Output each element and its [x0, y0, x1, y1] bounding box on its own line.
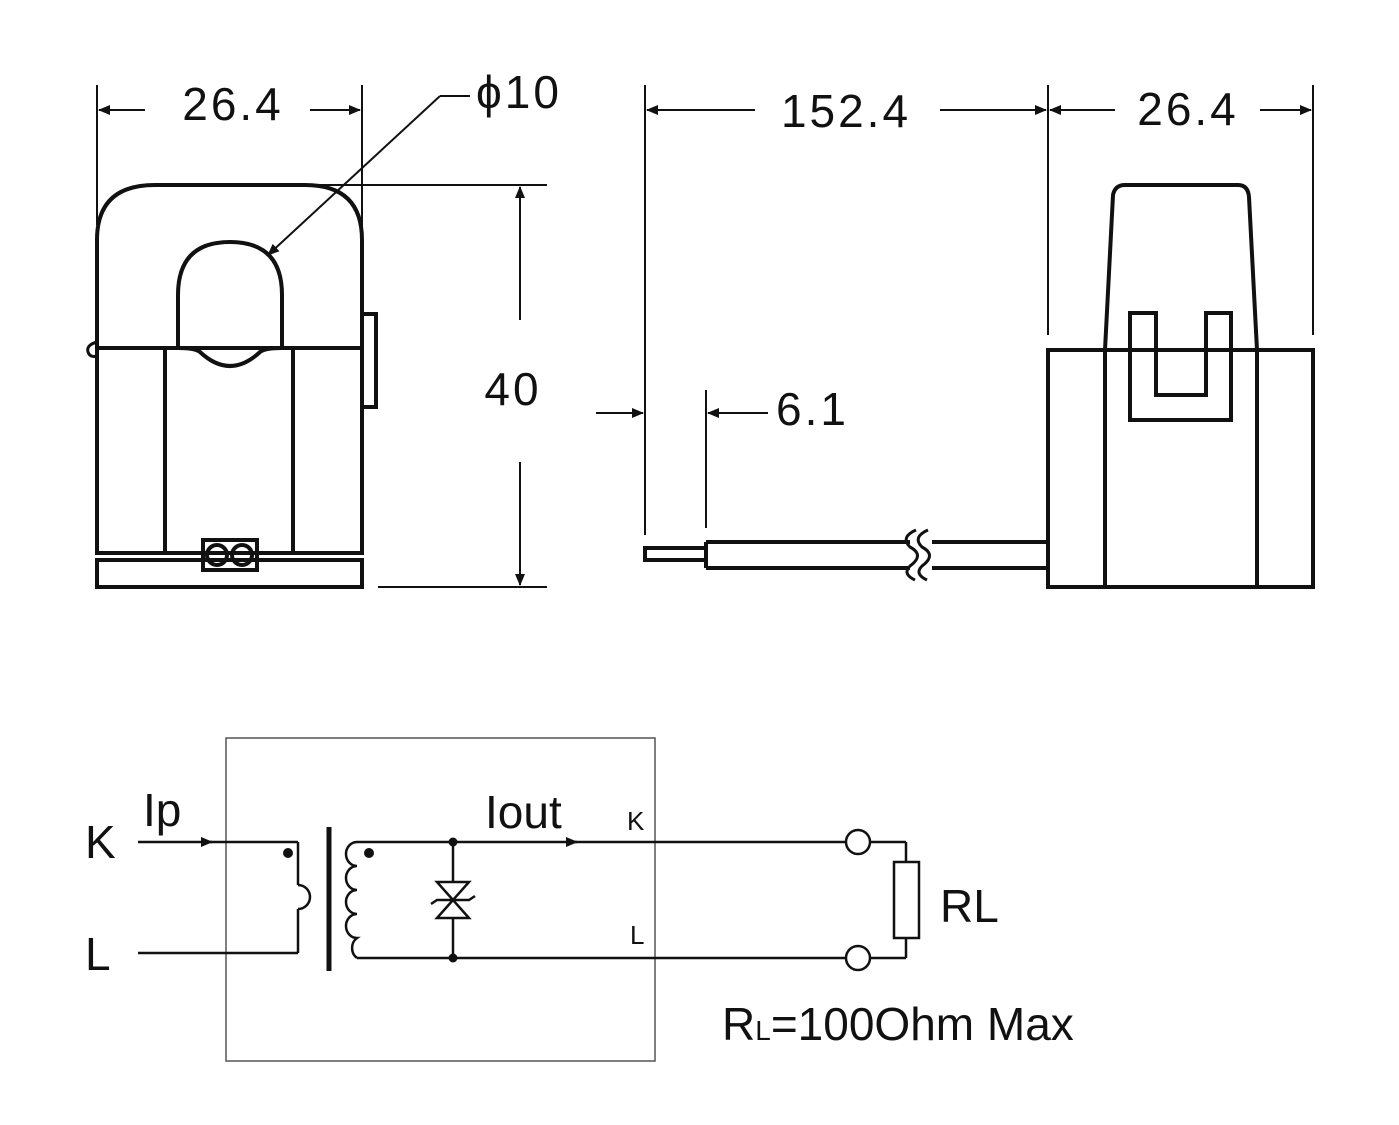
terminal-k-icon [844, 828, 872, 856]
front-dimensions: 26.4 ϕ10 40 [96, 66, 562, 588]
tvs-diode-icon [430, 842, 476, 958]
sensor-boundary [225, 737, 656, 1062]
load-note: RL=100Ohm Max [722, 998, 1074, 1050]
output-k-label: K [627, 806, 645, 836]
side-width-dim: 26.4 [1137, 83, 1239, 135]
secondary-polarity-dot [364, 848, 374, 858]
strip-length-dim: 6.1 [776, 383, 849, 435]
front-view [86, 183, 378, 589]
output-current-label: Iout [485, 786, 562, 838]
front-width-dim: 26.4 [182, 78, 284, 130]
load-resistor-icon [892, 860, 921, 940]
side-dimensions: 152.4 26.4 6.1 [596, 83, 1314, 535]
primary-polarity-dot [283, 848, 293, 858]
cable-length-dim: 152.4 [781, 85, 911, 137]
terminal-l-label: L [85, 928, 111, 980]
terminal-k-label: K [85, 816, 116, 868]
height-dim: 40 [484, 363, 541, 415]
output-l-label: L [630, 920, 644, 950]
load-label: RL [940, 880, 999, 932]
hole-diameter-dim: ϕ10 [476, 66, 562, 118]
primary-current-label: Ip [143, 784, 181, 836]
terminal-l-icon [844, 944, 872, 972]
side-view [643, 183, 1315, 589]
circuit-diagram: K L Ip Iout K L RL RL=100Ohm Max [85, 737, 1074, 1062]
